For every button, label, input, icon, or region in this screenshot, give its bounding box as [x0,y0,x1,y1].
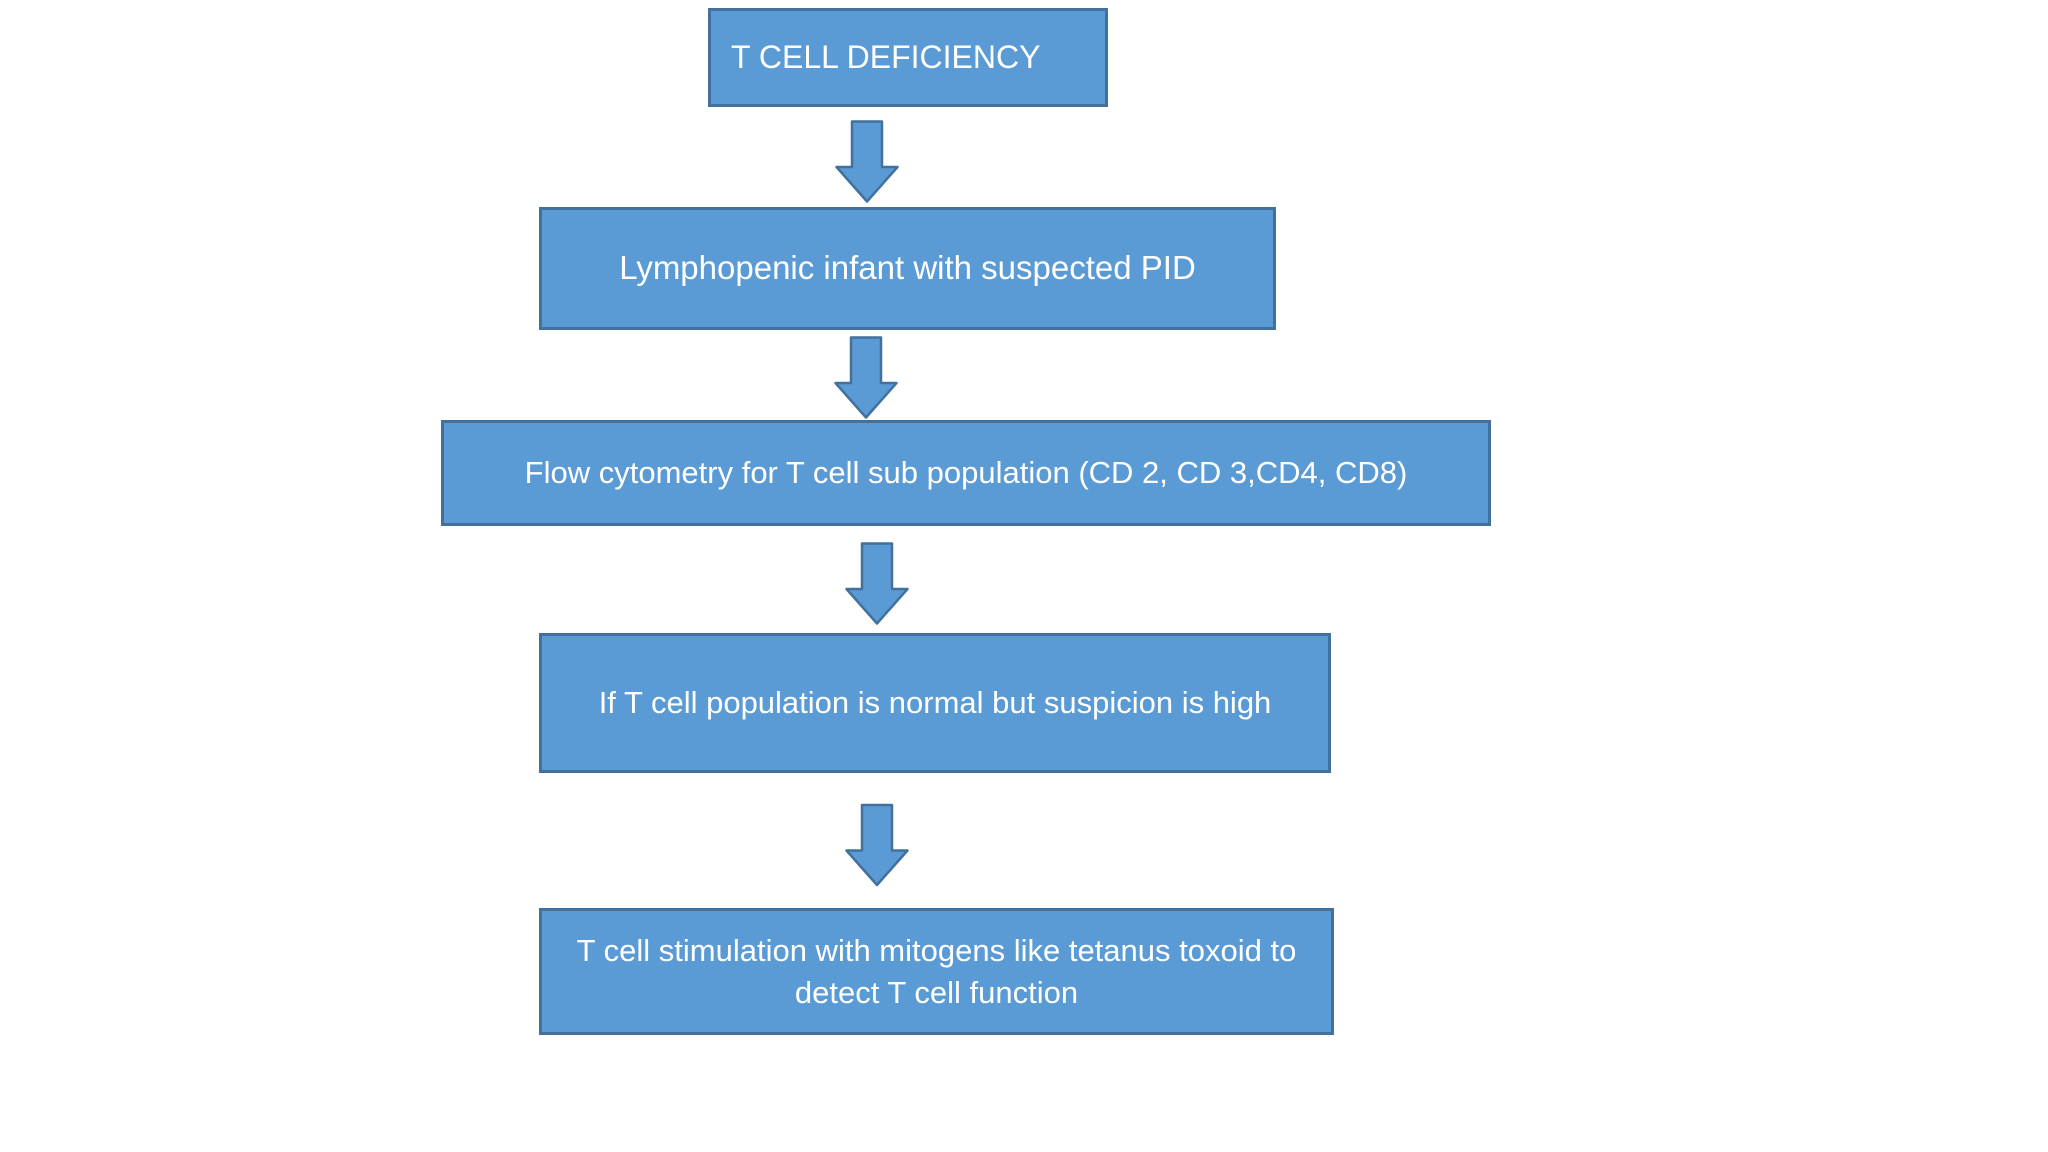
down-arrow-shape [845,803,909,887]
down-arrow-shape [834,336,898,419]
flowchart-node-t-cell-stimulation: T cell stimulation with mitogens like te… [539,908,1334,1035]
down-arrow-icon [845,803,909,887]
node-label-lymphopenic-infant: Lymphopenic infant with suspected PID [619,249,1196,287]
node-label-flow-cytometry: Flow cytometry for T cell sub population… [524,455,1408,491]
flowchart-node-normal-but-high-suspicion: If T cell population is normal but suspi… [539,633,1331,773]
flowchart-node-lymphopenic-infant: Lymphopenic infant with suspected PID [539,207,1276,330]
down-arrow-icon [835,120,899,203]
down-arrow-shape [835,120,899,203]
down-arrow-icon [845,542,909,625]
node-label-normal-but-high-suspicion: If T cell population is normal but suspi… [598,685,1272,721]
node-label-t-cell-deficiency: T CELL DEFICIENCY [731,38,1041,75]
down-arrow-icon [834,336,898,419]
flowchart-node-t-cell-deficiency: T CELL DEFICIENCY [708,8,1108,107]
flowchart-node-flow-cytometry: Flow cytometry for T cell sub population… [441,420,1491,526]
node-label-t-cell-stimulation: T cell stimulation with mitogens like te… [576,932,1297,1010]
down-arrow-shape [845,542,909,625]
